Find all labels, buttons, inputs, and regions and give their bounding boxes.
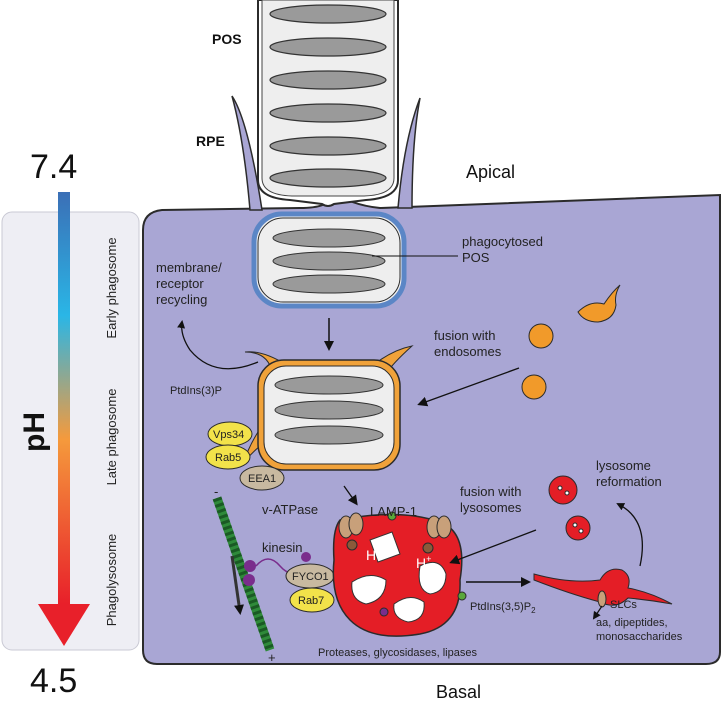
label-kinesin: kinesin bbox=[262, 540, 302, 555]
label-microtubule-minus: - bbox=[214, 484, 218, 499]
ph-gradient-arrow bbox=[38, 192, 90, 646]
label-microtubule-plus: + bbox=[268, 650, 276, 665]
label-membrane-3: recycling bbox=[156, 292, 207, 307]
label-phagocytosed-2: POS bbox=[462, 250, 490, 265]
label-membrane-2: receptor bbox=[156, 276, 204, 291]
label-rab5: Rab5 bbox=[215, 452, 241, 464]
label-fusion-lyso-1: fusion with bbox=[460, 484, 521, 499]
pos-discs bbox=[269, 4, 387, 188]
label-products-1: aa, dipeptides, bbox=[596, 617, 668, 629]
v-atpase-pumps bbox=[338, 512, 452, 554]
ph-top-value: 7.4 bbox=[30, 148, 77, 186]
transport-direction-arrow bbox=[230, 555, 244, 615]
label-eea1: EEA1 bbox=[248, 473, 276, 485]
label-vps34: Vps34 bbox=[213, 429, 244, 441]
label-membrane-1: membrane/ bbox=[156, 260, 222, 275]
slc-transporter bbox=[592, 590, 607, 620]
apical-process-left bbox=[231, 95, 263, 211]
lysosomes bbox=[548, 475, 591, 541]
label-ptdins3p: PtdIns(3)P bbox=[170, 385, 222, 397]
label-rpe: RPE bbox=[196, 133, 225, 149]
rab7-protein bbox=[289, 587, 335, 613]
label-rab7: Rab7 bbox=[298, 595, 324, 607]
early-phagosome bbox=[251, 211, 407, 309]
apical-process-right bbox=[397, 97, 421, 209]
label-lamp1: LAMP-1 bbox=[370, 504, 417, 519]
label-enzymes: Proteases, glycosidases, lipases bbox=[318, 647, 477, 659]
label-lyso-reform-1: lysosome bbox=[596, 458, 651, 473]
ph-bottom-value: 4.5 bbox=[30, 662, 77, 700]
label-basal: Basal bbox=[436, 682, 481, 702]
label-hplus-1: H+ bbox=[366, 546, 381, 563]
label-products-2: monosaccharides bbox=[596, 631, 683, 643]
endosomes bbox=[521, 284, 621, 400]
label-ptdins35p2: PtdIns(3,5)P2 bbox=[470, 601, 536, 615]
label-lyso-reform-2: reformation bbox=[596, 474, 662, 489]
label-phagocytosed-1: phagocytosed bbox=[462, 234, 543, 249]
label-apical: Apical bbox=[466, 162, 515, 182]
ph-axis-label: pH bbox=[18, 412, 51, 452]
ph-stage-early: Early phagosome bbox=[104, 237, 119, 338]
reformation-arrow bbox=[616, 503, 644, 567]
label-fusion-endo-2: endosomes bbox=[434, 344, 502, 359]
label-pos: POS bbox=[212, 31, 242, 47]
ph-stage-late: Late phagosome bbox=[104, 389, 119, 486]
ph-stage-panel bbox=[1, 211, 140, 651]
recycling-arrow bbox=[177, 320, 259, 370]
ptdins3p-complex bbox=[205, 421, 285, 491]
microtubule bbox=[212, 496, 275, 652]
label-fusion-lyso-2: lysosomes bbox=[460, 500, 522, 515]
label-slcs: SLCs bbox=[610, 599, 637, 611]
label-vatpase: v-ATPase bbox=[262, 502, 318, 517]
lamp1-markers bbox=[379, 511, 467, 617]
label-fyco1: FYCO1 bbox=[292, 571, 329, 583]
label-hplus-2: H+ bbox=[416, 554, 431, 571]
ph-stage-phagolysosome: Phagolysosome bbox=[104, 534, 119, 627]
late-phagosome bbox=[243, 345, 414, 471]
label-fusion-endo-1: fusion with bbox=[434, 328, 495, 343]
